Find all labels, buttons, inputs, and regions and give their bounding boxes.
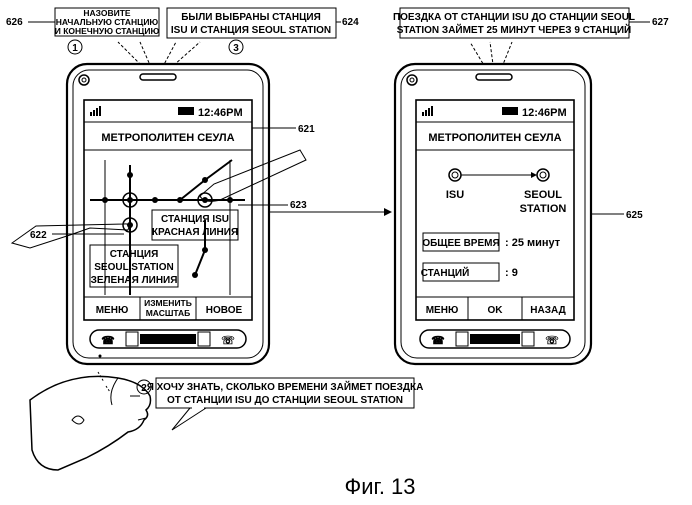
softkey-zoom-line1[interactable]: ИЗМЕНИТЬ — [144, 298, 192, 308]
user-speech-bubble: Я ХОЧУ ЗНАТЬ, СКОЛЬКО ВРЕМЕНИ ЗАЙМЕТ ПОЕ… — [147, 378, 424, 430]
station-to-name-line1: SEOUL — [524, 189, 562, 201]
step-1-number: 1 — [72, 43, 78, 54]
callout-626-line3: И КОНЕЧНУЮ СТАНЦИЮ — [55, 26, 160, 36]
station-marker[interactable] — [102, 197, 108, 203]
station-selected-dot — [127, 197, 133, 203]
speech-dots — [106, 386, 110, 392]
callout-624-line2: ISU И СТАНЦИЯ SEOUL STATION — [171, 25, 331, 36]
station-marker[interactable] — [227, 197, 233, 203]
phone-left: 12:46PM МЕТРОПОЛИТЕН СЕУЛА — [12, 64, 306, 364]
stations-value: : 9 — [505, 267, 518, 279]
callout-626: НАЗОВИТЕ НАЧАЛЬНУЮ СТАНЦИЮ И КОНЕЧНУЮ СТ… — [55, 8, 160, 36]
user-speech-line2: ОТ СТАНЦИИ ISU ДО СТАНЦИИ SEOUL STATION — [167, 395, 403, 406]
nav-key[interactable] — [140, 334, 196, 344]
softkey-ok[interactable]: OK — [488, 305, 504, 316]
station-from-name: ISU — [446, 189, 464, 201]
battery-icon — [502, 107, 518, 115]
label-seoul-line2: SEOUL STATION — [94, 262, 173, 273]
end-call-key-icon[interactable]: ☏ — [545, 335, 559, 347]
call-key-icon[interactable]: ☎ — [431, 335, 445, 347]
callout-624-line1: БЫЛИ ВЫБРАНЫ СТАНЦИЯ — [181, 12, 321, 23]
total-time-value: : 25 минут — [505, 237, 561, 249]
station-marker[interactable] — [192, 272, 198, 278]
end-call-key-icon[interactable]: ☏ — [221, 335, 235, 347]
ref-622: 622 — [30, 230, 47, 241]
label-isu-line2: КРАСНАЯ ЛИНИЯ — [152, 227, 238, 238]
user-head-icon — [30, 376, 151, 470]
station-marker[interactable] — [127, 172, 133, 178]
softkey-menu[interactable]: МЕНЮ — [426, 305, 459, 316]
microphone-icon — [99, 355, 102, 358]
battery-icon — [178, 107, 194, 115]
station-marker[interactable] — [202, 247, 208, 253]
callout-627: ПОЕЗДКА ОТ СТАНЦИИ ISU ДО СТАНЦИИ SEOUL … — [393, 8, 635, 38]
status-time: 12:46PM — [522, 107, 567, 119]
label-seoul-line3: ЗЕЛЕНАЯ ЛИНИЯ — [91, 275, 178, 286]
ref-621: 621 — [298, 124, 315, 135]
screen-title: МЕТРОПОЛИТЕН СЕУЛА — [428, 132, 561, 144]
softkey-back[interactable]: НАЗАД — [530, 305, 565, 316]
arrow-head-icon — [384, 208, 392, 216]
step-1-marker: 1 — [68, 40, 82, 54]
ref-623: 623 — [290, 200, 307, 211]
ref-626: 626 — [6, 17, 23, 28]
speech-pointer — [172, 408, 206, 430]
user-speech-line1: Я ХОЧУ ЗНАТЬ, СКОЛЬКО ВРЕМЕНИ ЗАЙМЕТ ПОЕ… — [147, 380, 424, 393]
status-time: 12:46PM — [198, 107, 243, 119]
step-3-number: 3 — [233, 43, 239, 54]
callout-627-line2: STATION ЗАЙМЕТ 25 МИНУТ ЧЕРЕЗ 9 СТАНЦИЙ — [397, 23, 631, 36]
label-seoul-line1: СТАНЦИЯ — [110, 249, 159, 260]
nav-key[interactable] — [470, 334, 520, 344]
figure-caption: Фиг. 13 — [344, 474, 415, 499]
ear-icon — [72, 416, 84, 424]
station-to-name-line2: STATION — [520, 203, 567, 215]
call-key-icon[interactable]: ☎ — [101, 335, 115, 347]
ref-624: 624 — [342, 17, 359, 28]
ref-627: 627 — [652, 17, 669, 28]
phone-right: 12:46PM МЕТРОПОЛИТЕН СЕУЛА ISU SEOUL STA… — [395, 64, 591, 364]
callout-627-line1: ПОЕЗДКА ОТ СТАНЦИИ ISU ДО СТАНЦИИ SEOUL — [393, 12, 635, 23]
stations-label: СТАНЦИЙ — [421, 266, 470, 279]
station-marker[interactable] — [152, 197, 158, 203]
label-isu-line1: СТАНЦИЯ ISU — [161, 214, 229, 225]
screen-title: МЕТРОПОЛИТЕН СЕУЛА — [101, 132, 234, 144]
station-marker[interactable] — [202, 177, 208, 183]
ref-625: 625 — [626, 210, 643, 221]
softkey-new[interactable]: НОВОЕ — [206, 305, 243, 316]
softkey-menu[interactable]: МЕНЮ — [96, 305, 129, 316]
softkey-zoom-line2[interactable]: МАСШТАБ — [146, 308, 191, 318]
callout-624: БЫЛИ ВЫБРАНЫ СТАНЦИЯ ISU И СТАНЦИЯ SEOUL… — [167, 8, 336, 38]
step-3-marker: 3 — [229, 40, 243, 54]
station-marker[interactable] — [177, 197, 183, 203]
total-time-label: ОБЩЕЕ ВРЕМЯ — [422, 238, 499, 249]
